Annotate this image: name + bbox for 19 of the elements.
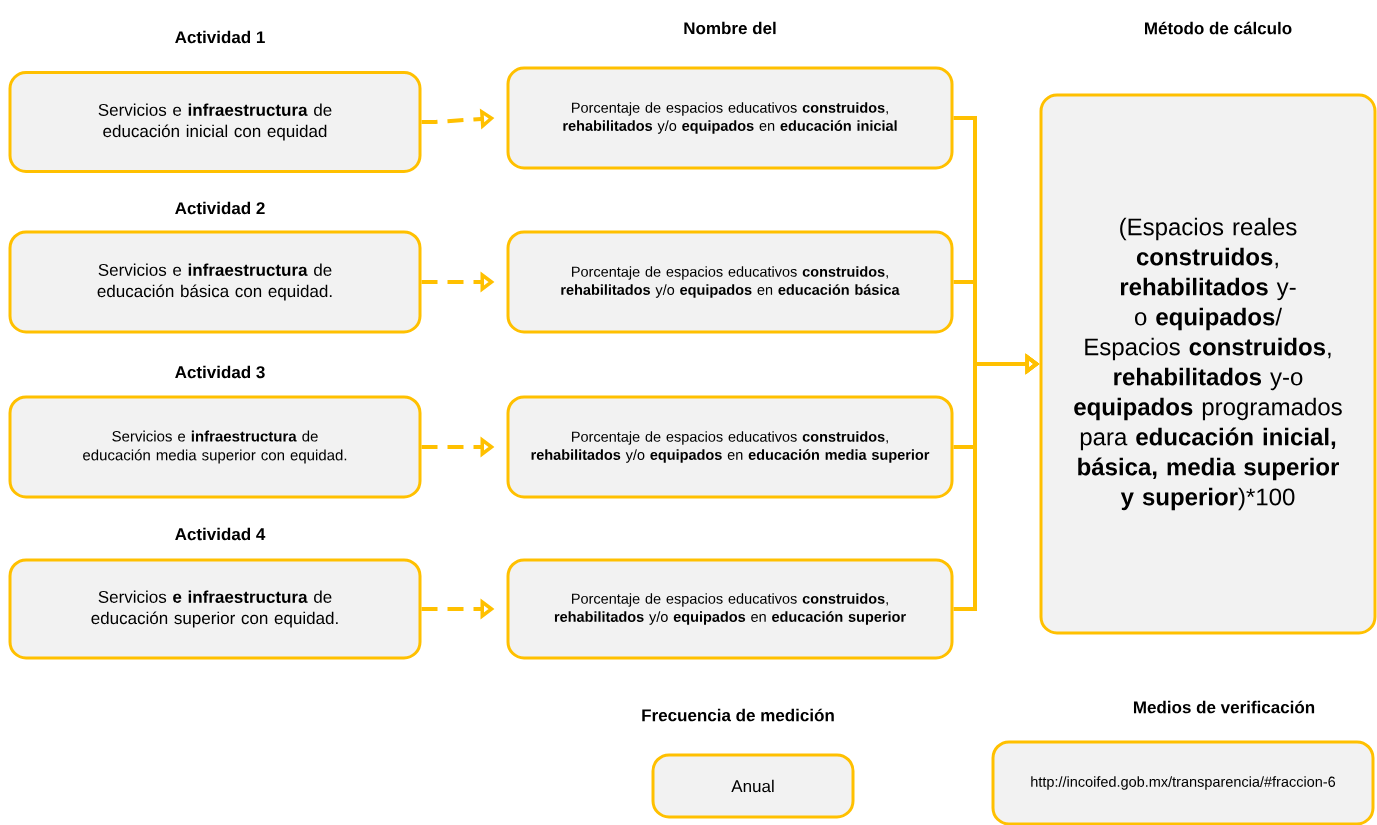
activity-box: Servicios e infraestructura de educación superior con equidad. [8, 558, 422, 660]
heading: Actividad 4 [175, 527, 266, 541]
heading: Método de cálculo [1145, 21, 1292, 35]
heading: Frecuencia de medición [642, 708, 834, 722]
indicator-box: Porcentaje de espacios educativos construidos, rehabilitados y/o equipados en educación básica [506, 230, 954, 334]
heading: Medios de verificación [1134, 700, 1315, 714]
indicator-box: Porcentaje de espacios educativos construidos, rehabilitados y/o equipados en educación media superior [506, 395, 954, 499]
column-heading: Nombre del [684, 21, 776, 35]
verification-box: http://incoifed.gob.mx/transparencia/#fraccion-6 [991, 740, 1375, 825]
heading: Actividad 2 [175, 201, 265, 215]
heading: Actividad 1 [175, 30, 265, 44]
indicator-box: Porcentaje de espacios educativos construidos, rehabilitados y/o equipados en educación inicial [506, 66, 954, 170]
activity-box: Servicios e infraestructura de educación básica con equidad. [8, 230, 422, 334]
heading: Actividad 3 [175, 365, 265, 379]
activity-box: Servicios e infraestructura de educación media superior con equidad. [8, 395, 422, 499]
calculation-box: (Espacios reales construidos, rehabilitados y-o equipados/ Espacios construidos, rehabilitados y-o equipados programados para educación inicial, básica, media superior y superior)*100 [1039, 93, 1377, 635]
frequency-box: Anual [651, 753, 855, 819]
indicator-box: Porcentaje de espacios educativos construidos, rehabilitados y/o equipados en educación superior [506, 558, 954, 660]
activity-box: Servicios e infraestructura de educación inicial con equidad [8, 71, 422, 173]
